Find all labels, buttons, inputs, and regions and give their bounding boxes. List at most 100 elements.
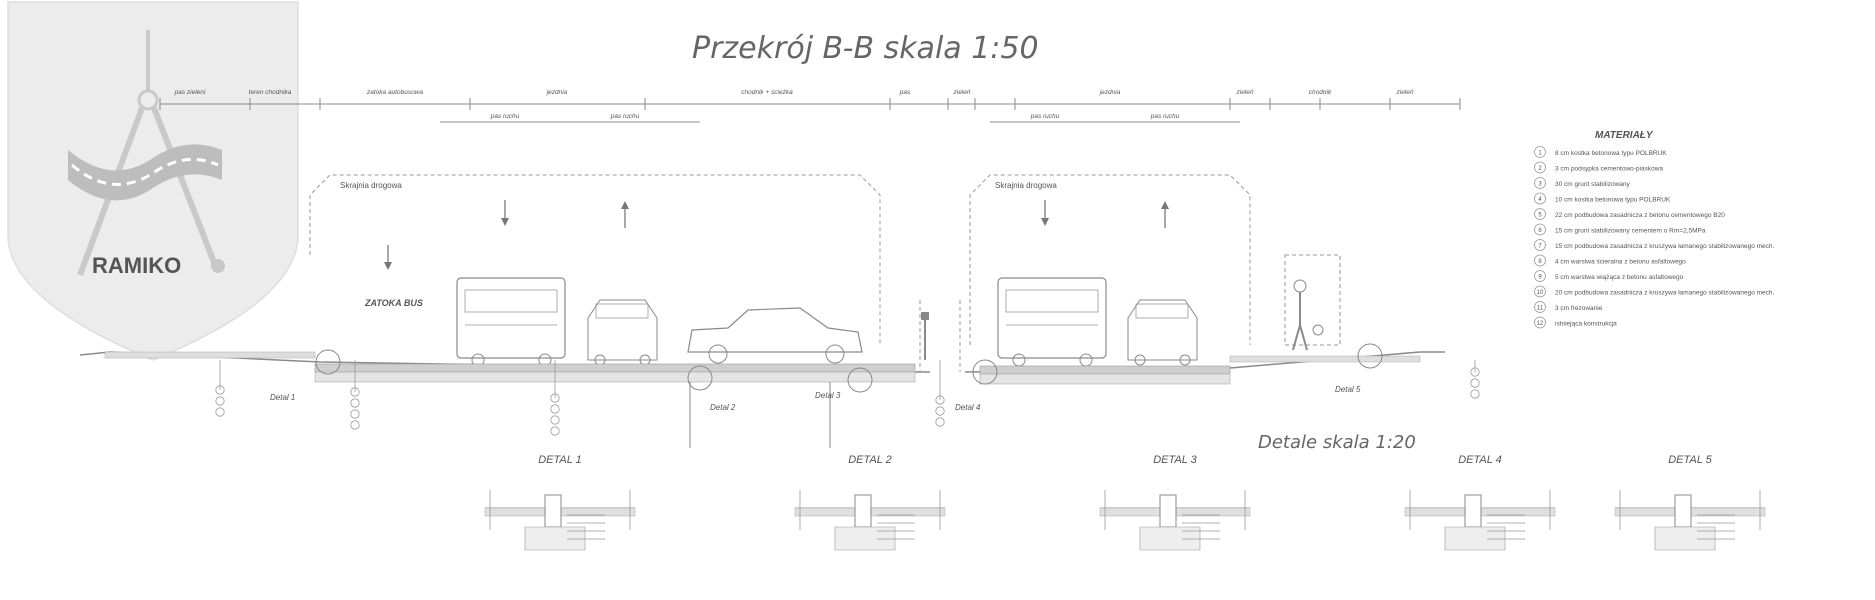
material-number-circle bbox=[1534, 192, 1546, 205]
material-number-circle bbox=[1534, 254, 1546, 267]
layer-callout-circle bbox=[550, 426, 560, 436]
layer-callout-circle bbox=[350, 409, 360, 419]
layer-callout-circle bbox=[550, 415, 560, 425]
material-number-circle bbox=[1534, 301, 1546, 313]
material-item: 15 cm grunt stabilizowany cementem o Rm=… bbox=[1555, 228, 1706, 235]
layer-callouts bbox=[215, 360, 1480, 436]
car-icon bbox=[1127, 299, 1198, 366]
sedan-icon bbox=[687, 307, 863, 364]
top-dimension-label: jezdnia bbox=[546, 89, 568, 96]
bus-icon bbox=[997, 277, 1107, 367]
material-number: 1 bbox=[1538, 151, 1542, 157]
top-dimension-labels: pas zieleni teren chodnika zatoka autobuso… bbox=[174, 89, 1414, 96]
material-item: 20 cm podbudowa zasadnicza z kruszywa ła… bbox=[1555, 290, 1775, 297]
material-item: 4 cm warstwa ścieralna z betonu asfaltow… bbox=[1555, 259, 1686, 266]
top-dimension-label: pas zieleni bbox=[174, 89, 206, 96]
material-number: 8 bbox=[1538, 259, 1542, 265]
lane-label: pas ruchu bbox=[1030, 113, 1060, 120]
material-number: 11 bbox=[1537, 306, 1544, 312]
layer-callout-circle bbox=[935, 395, 945, 405]
car-icon bbox=[587, 299, 658, 366]
layer-callout-circle bbox=[350, 398, 360, 408]
lane-label: pas ruchu bbox=[490, 113, 520, 120]
skrajnia-right-label: Skrajnia drogowa bbox=[995, 181, 1057, 190]
layer-callout-circle bbox=[215, 396, 225, 406]
direction-arrows bbox=[384, 200, 1169, 270]
layer-callout-circle bbox=[1470, 367, 1480, 377]
details-title: Detale skala 1:20 bbox=[1258, 432, 1416, 453]
detail-title: DETAL 3 bbox=[1153, 454, 1197, 466]
material-number-circle bbox=[1534, 239, 1546, 251]
detail-drawing bbox=[484, 490, 636, 551]
top-dimension-label: zieleń bbox=[1236, 89, 1254, 96]
material-number: 5 bbox=[1538, 213, 1542, 219]
material-item: 3 cm podsypka cementowo-piaskowa bbox=[1555, 166, 1663, 173]
top-dimension-label: teren chodnika bbox=[249, 89, 292, 96]
detail-title: DETAL 2 bbox=[848, 454, 892, 466]
material-number-circle bbox=[1534, 270, 1546, 282]
layer-callout-circle bbox=[1470, 389, 1480, 399]
arrow-down-icon bbox=[1041, 200, 1049, 226]
layer-callout-circle bbox=[935, 406, 945, 416]
detail-title: DETAL 5 bbox=[1668, 454, 1712, 466]
material-number: 4 bbox=[1538, 197, 1542, 203]
material-number-circle bbox=[1534, 223, 1546, 236]
vehicles bbox=[456, 277, 1324, 367]
material-number: 3 bbox=[1538, 182, 1542, 188]
detail-drawing bbox=[794, 490, 946, 551]
arrow-up-icon bbox=[621, 201, 629, 228]
detail-marker-circle bbox=[687, 365, 713, 391]
material-number-circle bbox=[1534, 208, 1546, 220]
material-number: 6 bbox=[1538, 228, 1542, 234]
arrow-up-icon bbox=[1161, 201, 1169, 228]
materials-title: MATERIAŁY bbox=[1595, 130, 1654, 141]
top-dimension-label: zatoka autobusowa bbox=[366, 89, 423, 96]
arrow-down-icon bbox=[384, 245, 392, 270]
details-strip: DETAL 1 DETAL 2 DETAL 3 DETAL 4 DETAL 5 bbox=[484, 454, 1766, 551]
material-number: 2 bbox=[1538, 166, 1542, 172]
detail-drawing bbox=[1614, 490, 1766, 551]
material-item: 10 cm kostka betonowa typu POLBRUK bbox=[1555, 197, 1671, 204]
layer-callout-circle bbox=[215, 407, 225, 417]
detail-marker-label: Detal 3 bbox=[815, 391, 841, 400]
logo-text: RAMIKO bbox=[92, 253, 181, 278]
layer-callout-circle bbox=[550, 404, 560, 414]
arrow-down-icon bbox=[501, 200, 509, 226]
layer-callout-circle bbox=[350, 387, 360, 397]
bus-bay-label: ZATOKA BUS bbox=[364, 298, 423, 308]
detail-marker-circle bbox=[847, 367, 873, 393]
top-dimension-label: chodnik + ścieżka bbox=[741, 89, 793, 96]
material-item: 5 cm warstwa wiążąca z betonu asfaltoweg… bbox=[1555, 274, 1684, 281]
lane-label: pas ruchu bbox=[610, 113, 640, 120]
layer-callout-circle bbox=[550, 393, 560, 403]
material-item: 8 cm kostka betonowa typu POLBRUK bbox=[1555, 150, 1667, 157]
material-number-circle bbox=[1534, 316, 1546, 329]
detail-drawing bbox=[1099, 490, 1251, 551]
drawing-title: Przekrój B-B skala 1:50 bbox=[692, 31, 1039, 66]
detail-title: DETAL 4 bbox=[1458, 454, 1502, 466]
material-number-circle bbox=[1534, 161, 1546, 174]
lamp-post-icon bbox=[921, 312, 929, 360]
material-number-circle bbox=[1534, 146, 1546, 158]
material-number-circle bbox=[1534, 285, 1546, 298]
top-dimension-label: zieleń bbox=[1396, 89, 1414, 96]
bus-icon bbox=[456, 277, 566, 367]
lane-label: pas ruchu bbox=[1150, 113, 1180, 120]
pedestrian-icon bbox=[1292, 279, 1324, 351]
material-item: 30 cm grunt stabilizowany bbox=[1555, 181, 1631, 188]
detail-marker-label: Detal 4 bbox=[955, 403, 981, 412]
top-dimension-label: pas bbox=[899, 89, 911, 96]
clearance-envelopes: Skrajnia drogowa Skrajnia drogowa bbox=[309, 174, 1341, 346]
road-profile bbox=[79, 300, 1445, 448]
detail-marker-circle bbox=[1357, 343, 1383, 369]
skrajnia-left-label: Skrajnia drogowa bbox=[340, 181, 402, 190]
materials-legend: MATERIAŁY 1 8 cm kostka betonowa typu POL… bbox=[1534, 130, 1775, 329]
lane-labels: pas ruchu pas ruchu pas ruchu pas ruchu bbox=[490, 113, 1180, 120]
top-dimension-label: zieleń bbox=[953, 89, 971, 96]
detail-title: DETAL 1 bbox=[538, 454, 582, 466]
layer-callout-circle bbox=[935, 417, 945, 427]
material-item: istniejąca konstrukcja bbox=[1555, 321, 1617, 328]
logo-road-icon bbox=[68, 144, 222, 201]
